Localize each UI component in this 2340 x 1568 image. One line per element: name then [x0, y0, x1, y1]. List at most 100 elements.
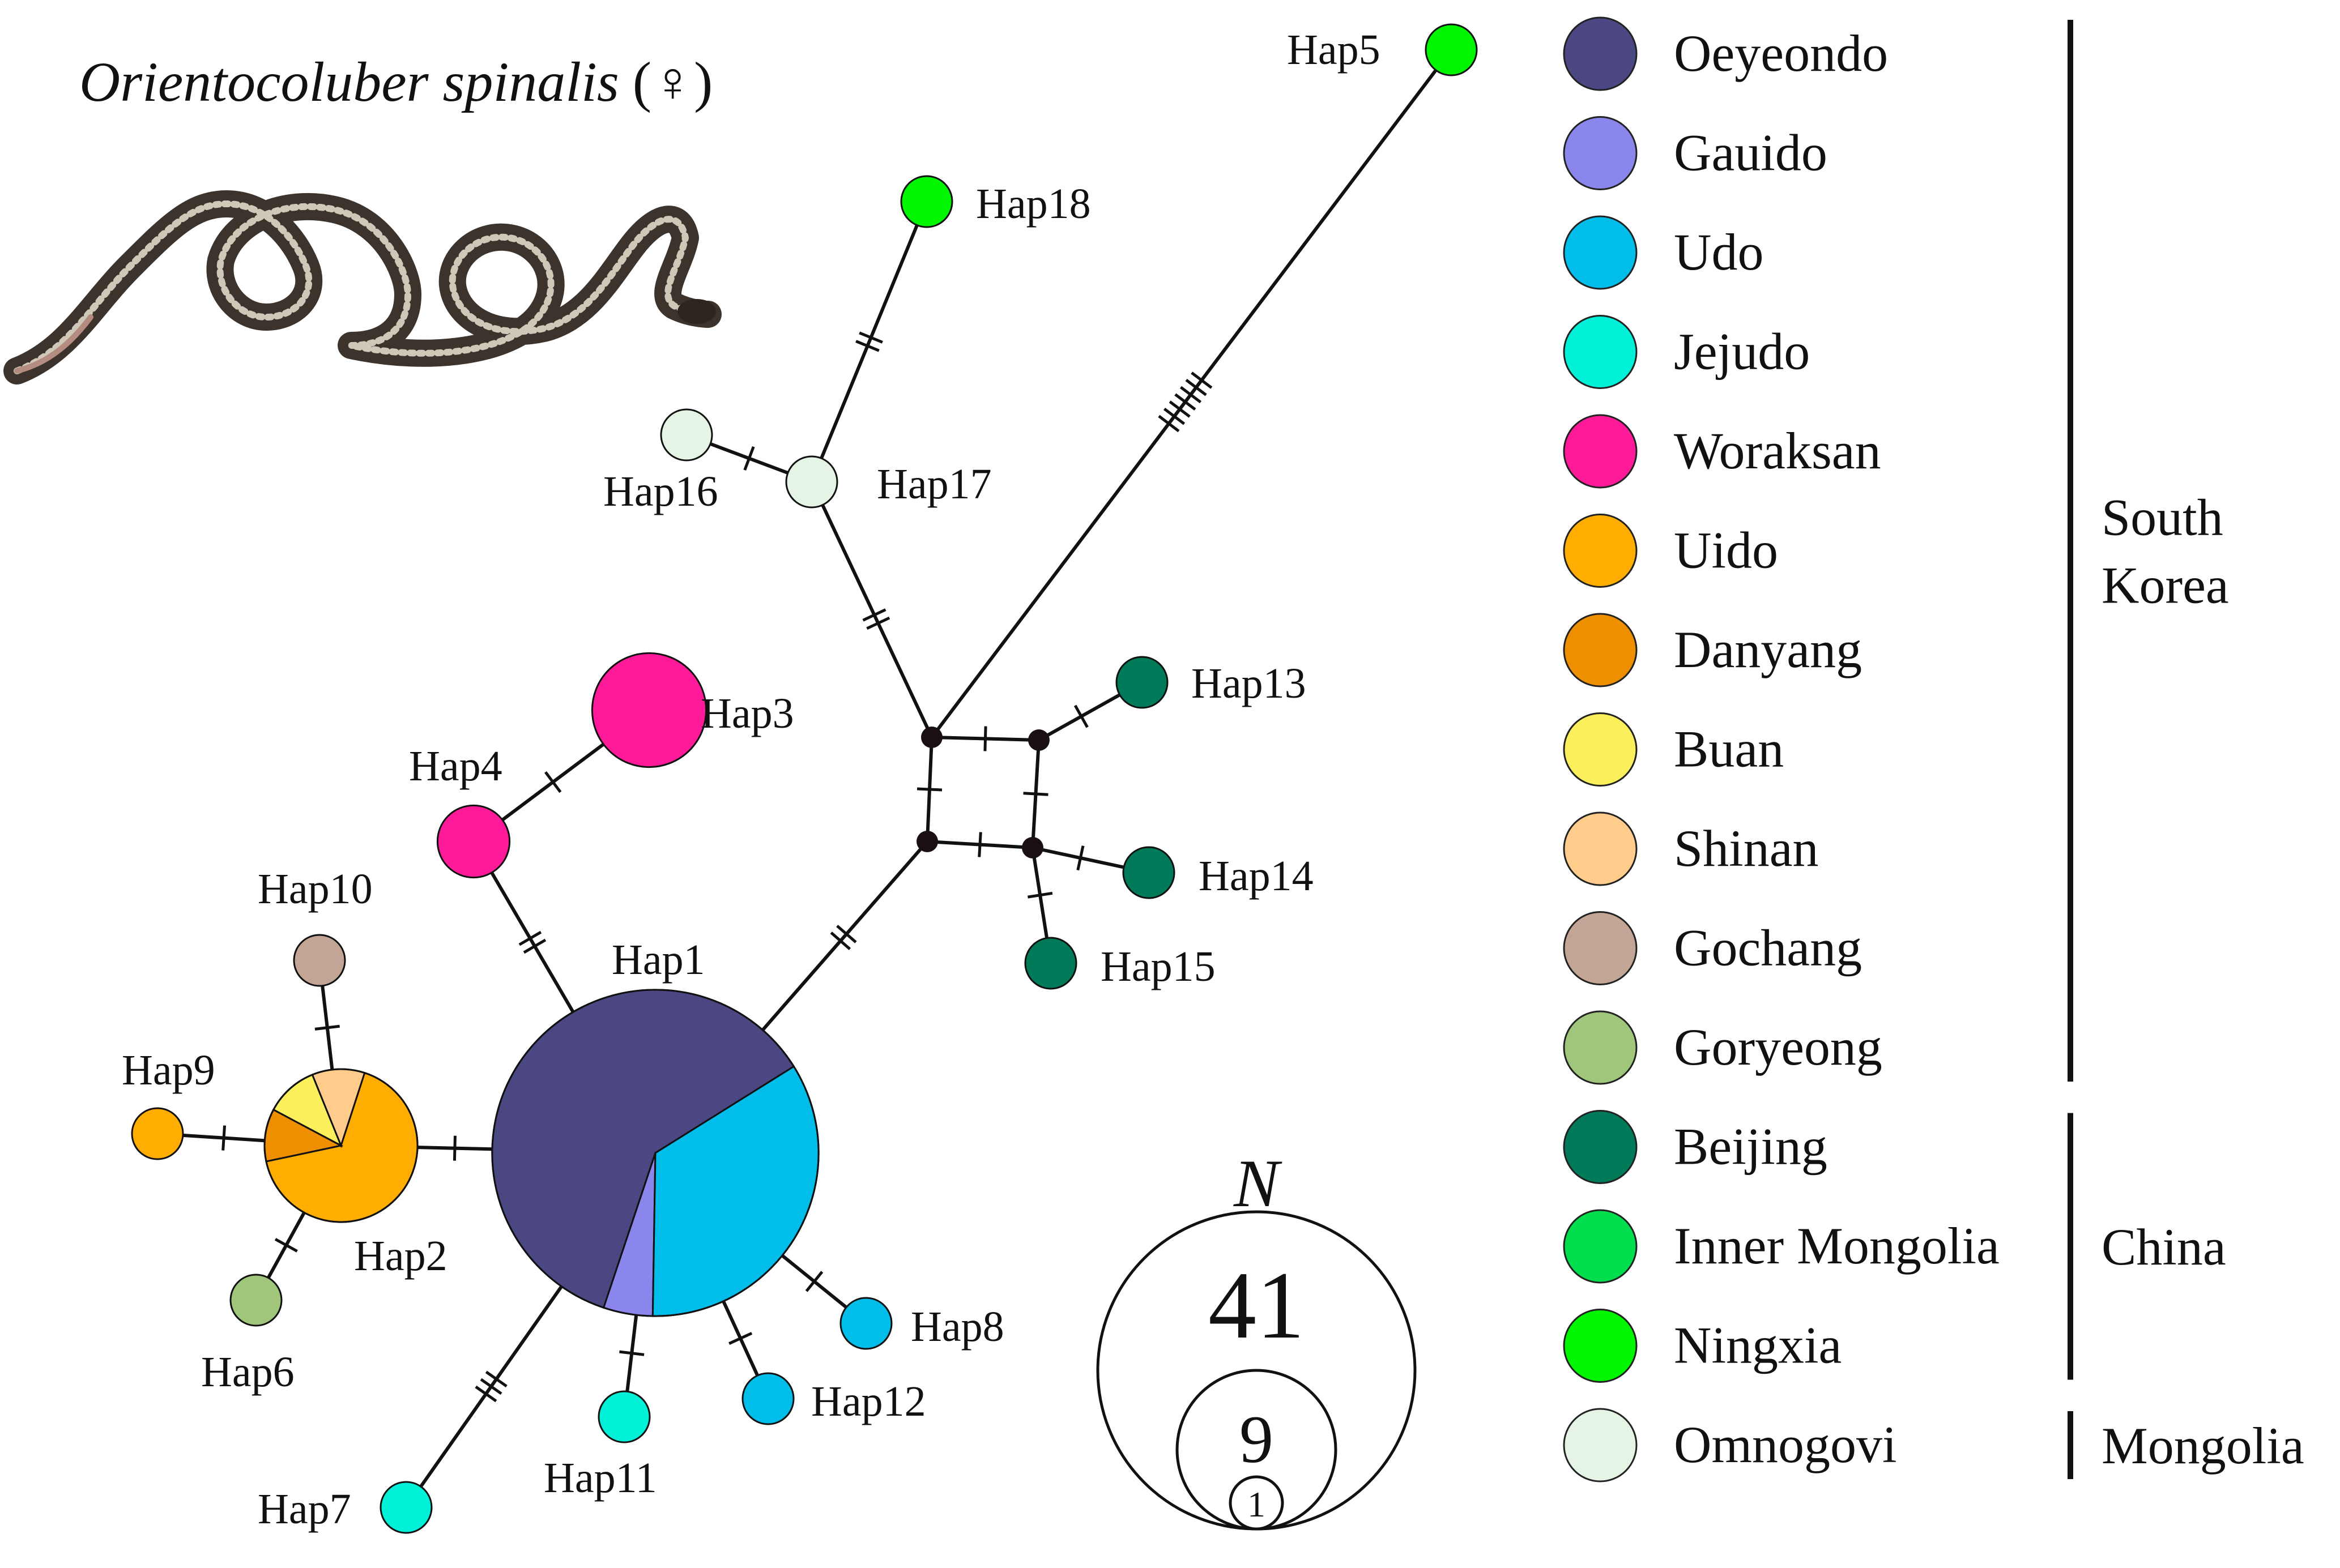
haplotype-node-hap17 — [785, 455, 838, 509]
legend-swatch-shinan — [1563, 811, 1638, 886]
mutation-tick — [1191, 371, 1213, 389]
hap-label-hap18: Hap18 — [976, 180, 1091, 228]
hap-label-hap10: Hap10 — [258, 865, 373, 913]
legend-label-gochang: Gochang — [1674, 919, 1862, 977]
pie-slice-uido — [131, 1107, 184, 1160]
hap-label-hap12: Hap12 — [811, 1378, 926, 1425]
haplotype-node-hap12 — [741, 1372, 795, 1425]
haplotype-node-hap14 — [1122, 846, 1175, 899]
hap-label-hap2: Hap2 — [354, 1232, 447, 1280]
edge-Hap17-Hap18 — [810, 200, 928, 483]
legend-swatch-goryeong — [1563, 1010, 1638, 1085]
legend-swatch-woraksan — [1563, 414, 1638, 489]
mutation-tick — [805, 1271, 824, 1292]
legend-label-omnogovi: Omnogovi — [1674, 1416, 1897, 1473]
pie-slice-ningxia — [1425, 23, 1478, 76]
pie-slice-goryeong — [229, 1274, 283, 1327]
hap-label-hap11: Hap11 — [544, 1454, 657, 1502]
legend-swatch-inner_mongolia — [1563, 1209, 1638, 1284]
median-vector-node — [1022, 837, 1043, 858]
haplotype-node-hap18 — [900, 175, 953, 228]
legend-swatch-gochang — [1563, 911, 1638, 985]
legend-label-goryeong: Goryeong — [1674, 1018, 1882, 1076]
legend-label-gauido: Gauido — [1674, 124, 1827, 182]
mutation-tick — [1073, 704, 1089, 728]
hap-label-hap3: Hap3 — [701, 690, 794, 737]
pie-slice-udo — [741, 1372, 795, 1425]
legend-swatch-beijing — [1563, 1110, 1638, 1184]
mutation-tick — [221, 1125, 227, 1151]
haplotype-node-hap7 — [380, 1481, 433, 1534]
mutation-tick — [518, 930, 542, 946]
haplotype-node-hap11 — [598, 1390, 651, 1443]
legend-swatch-omnogovi — [1563, 1408, 1638, 1482]
pie-slice-udo — [839, 1297, 893, 1350]
legend-swatch-danyang — [1563, 613, 1638, 687]
region-label: Korea — [2102, 557, 2229, 614]
legend-label-oeyeondo: Oeyeondo — [1674, 24, 1888, 82]
hap-label-hap14: Hap14 — [1199, 852, 1314, 900]
network-nodes — [131, 23, 1478, 1534]
mutation-tick — [862, 608, 886, 622]
species-title: Orientocoluber spinalis(♀) — [79, 50, 713, 113]
mutation-tick — [917, 787, 943, 792]
mutation-tick — [743, 446, 755, 471]
legend-label-udo: Udo — [1674, 223, 1763, 281]
pie-slice-jejudo — [598, 1390, 651, 1443]
mutation-tick — [314, 1024, 340, 1031]
snake-photo-icon — [3, 190, 722, 384]
hap-label-hap6: Hap6 — [201, 1348, 295, 1396]
haplotype-node-hap5 — [1425, 23, 1478, 76]
haplotype-node-hap16 — [660, 408, 713, 462]
median-vector-node — [1028, 729, 1050, 751]
mutation-tick — [1163, 408, 1186, 425]
legend-swatch-gauido — [1563, 116, 1638, 190]
legend-label-ningxia: Ningxia — [1674, 1317, 1842, 1374]
size-key-value-medium: 9 — [1239, 1402, 1273, 1477]
mutation-tick — [1169, 400, 1191, 418]
pie-slice-beijing — [1115, 656, 1169, 709]
edge-mv4-Hap17 — [810, 481, 934, 738]
mutation-tick — [485, 1370, 508, 1388]
legend-label-shinan: Shinan — [1674, 819, 1819, 877]
pie-slice-beijing — [1122, 846, 1175, 899]
pie-slice-jejudo — [380, 1481, 433, 1534]
mutation-tick — [619, 1350, 645, 1356]
size-key: N 41 9 1 — [1096, 1146, 1417, 1531]
hap-label-hap17: Hap17 — [877, 460, 992, 508]
haplotype-node-hap10 — [293, 934, 346, 987]
region-label: South — [2102, 489, 2223, 546]
mutation-tick — [978, 832, 982, 857]
legend-swatch-oeyeondo — [1563, 16, 1638, 91]
legend-label-uido: Uido — [1674, 522, 1778, 579]
legend-label-danyang: Danyang — [1674, 621, 1862, 678]
haplotype-node-hap4 — [436, 804, 511, 879]
size-key-circle-small — [1229, 1475, 1284, 1531]
hap-label-hap5: Hap5 — [1287, 26, 1380, 74]
pie-slice-omnogovi — [785, 455, 838, 509]
pie-outline — [263, 1068, 419, 1223]
haplotype-node-hap6 — [229, 1274, 283, 1327]
pie-slice-woraksan — [591, 652, 707, 768]
pie-slice-omnogovi — [660, 408, 713, 462]
mutation-tick — [859, 331, 883, 344]
mutation-tick — [1076, 845, 1085, 871]
legend-swatch-ningxia — [1563, 1309, 1638, 1383]
median-vector-node — [921, 727, 943, 748]
mutation-tick — [1174, 393, 1196, 411]
legend-swatch-buan — [1563, 712, 1638, 787]
pie-slice-gochang — [293, 934, 346, 987]
hap-label-hap9: Hap9 — [122, 1046, 215, 1094]
haplotype-node-hap3 — [591, 652, 707, 768]
mutation-tick — [274, 1238, 298, 1253]
size-key-value-small: 1 — [1247, 1484, 1265, 1524]
mutation-tick — [983, 726, 987, 751]
hap-label-hap4: Hap4 — [409, 742, 502, 790]
population-legend: OeyeondoGauidoUdoJejudoWoraksanUidoDanya… — [1563, 16, 2000, 1482]
mutation-tick — [866, 616, 890, 630]
haplotype-node-hap15 — [1024, 937, 1077, 990]
haplotype-node-hap8 — [839, 1297, 893, 1350]
legend-label-beijing: Beijing — [1674, 1118, 1827, 1176]
